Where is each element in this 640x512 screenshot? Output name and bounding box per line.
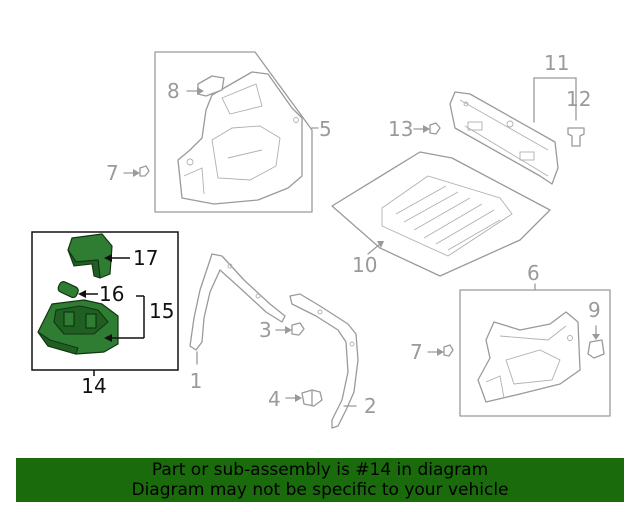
part-3-clip [291, 322, 305, 336]
part-13-clip [429, 122, 441, 135]
callout-5: 5 [319, 117, 332, 141]
info-banner: Part or sub-assembly is #14 in diagram D… [16, 458, 624, 502]
callout-11: 11 [544, 51, 569, 75]
part-14-frame [31, 231, 179, 371]
part-12-clip [567, 127, 585, 147]
part-7-clip-right [443, 344, 454, 357]
part-2-pillar-trim [289, 293, 359, 429]
part-5-frame [154, 51, 313, 213]
part-14-assembly-group [31, 231, 179, 376]
callout-13: 13 [388, 117, 413, 141]
part-11-rear-trim-group [413, 77, 585, 185]
part-17-lens [67, 233, 113, 279]
callout-6: 6 [527, 261, 540, 285]
part-10-floor-mat [331, 151, 551, 277]
callout-7-left: 7 [106, 161, 119, 185]
part-1-pillar-trim [189, 253, 286, 351]
part-6-quarter-trim-group [427, 283, 611, 417]
callout-9: 9 [588, 298, 601, 322]
callout-2: 2 [364, 394, 377, 418]
callout-14: 14 [81, 374, 106, 398]
callout-10: 10 [352, 253, 377, 277]
part-11-rear-trim-panel [449, 91, 559, 185]
callout-17: 17 [133, 246, 158, 270]
part-7-clip-left [139, 165, 150, 177]
callout-12: 12 [566, 87, 591, 111]
callout-16: 16 [99, 282, 124, 306]
part-1-pillar-trim-group [189, 253, 286, 365]
part-5-quarter-trim-group [123, 51, 319, 213]
part-16-bulb [57, 281, 79, 299]
callout-1: 1 [190, 369, 203, 393]
callout-7-right: 7 [410, 340, 423, 364]
part-2-pillar-trim-group [275, 293, 359, 429]
callout-15: 15 [149, 299, 174, 323]
part-9-cover [587, 339, 605, 359]
part-6-trim-panel [477, 311, 581, 403]
part-10-floor-mat-group [331, 151, 551, 277]
part-5-trim-panel [177, 71, 303, 205]
callout-4: 4 [268, 387, 281, 411]
callout-3: 3 [259, 318, 272, 342]
callout-8: 8 [167, 79, 180, 103]
banner-line-1: Part or sub-assembly is #14 in diagram [151, 460, 489, 480]
banner-line-2: Diagram may not be specific to your vehi… [131, 480, 509, 500]
